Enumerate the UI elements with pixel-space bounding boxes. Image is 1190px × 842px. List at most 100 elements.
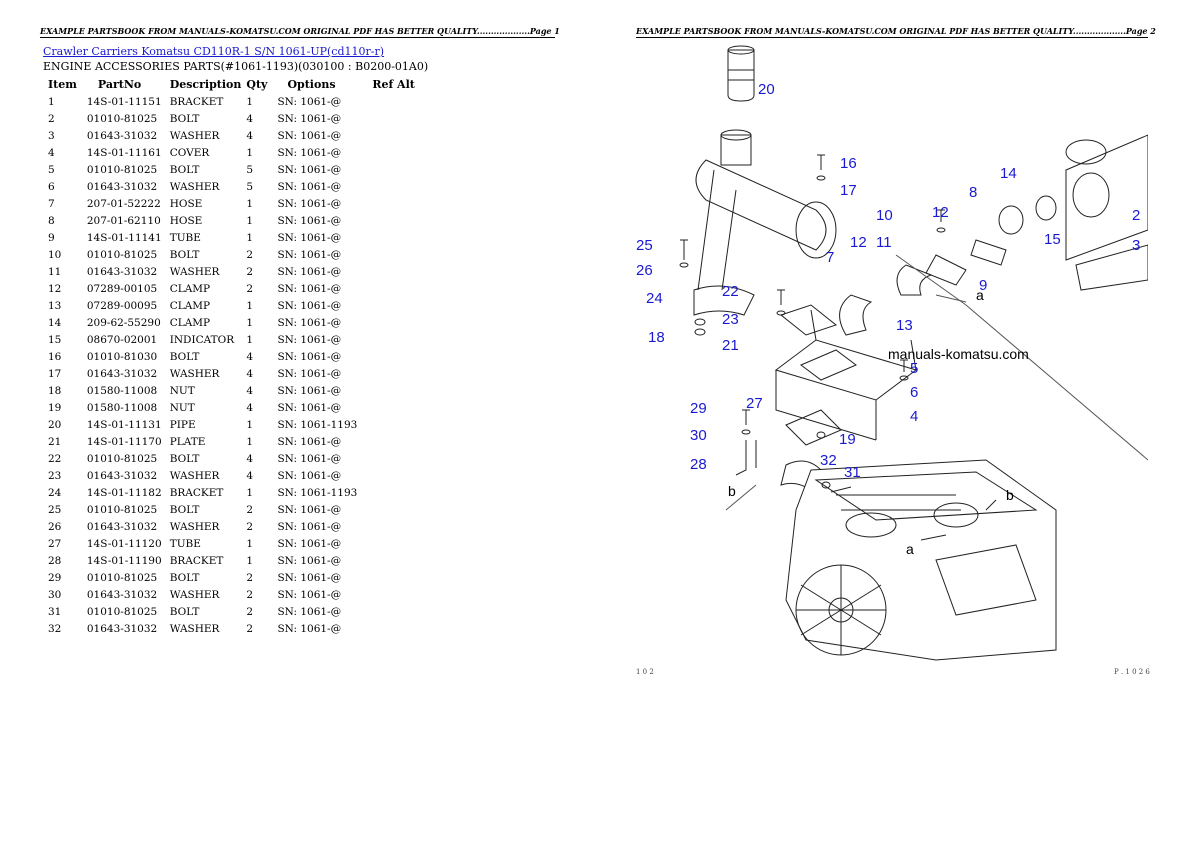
refalt-cell xyxy=(360,484,420,501)
callout-number: 2 xyxy=(1132,207,1140,224)
refalt-cell xyxy=(360,144,420,161)
partno-cell: 14S-01-11190 xyxy=(86,554,162,567)
description-cell: PIPE xyxy=(169,418,196,431)
refalt-cell xyxy=(360,178,420,195)
options-cell: SN: 1061-@ xyxy=(277,231,342,244)
callout-number: 27 xyxy=(746,395,763,412)
page2-footer-left: 1 0 2 xyxy=(636,668,654,676)
refalt-cell xyxy=(360,246,420,263)
description-cell: CLAMP xyxy=(169,299,211,312)
refalt-cell xyxy=(360,586,420,603)
callout-number: 12 xyxy=(850,234,867,251)
parts-table: Item PartNo Description Qty Options Ref … xyxy=(43,76,420,637)
page2-footer-right: P . 1 0 2 6 xyxy=(1114,668,1150,676)
col-description-header: Description xyxy=(169,78,242,91)
page1-header: EXAMPLE PARTSBOOK FROM MANUALS-KOMATSU.C… xyxy=(40,26,560,36)
partno-cell: 207-01-62110 xyxy=(86,214,161,227)
qty-cell: 4 xyxy=(246,129,254,142)
item-cell: 31 xyxy=(48,605,62,618)
partno-cell: 01010-81025 xyxy=(86,112,158,125)
qty-cell: 4 xyxy=(246,452,254,465)
options-cell: SN: 1061-@ xyxy=(277,367,342,380)
partno-cell: 14S-01-11170 xyxy=(86,435,162,448)
item-cell: 12 xyxy=(48,282,62,295)
options-cell: SN: 1061-@ xyxy=(277,333,342,346)
item-cell: 30 xyxy=(48,588,62,601)
col-qty-header: Qty xyxy=(246,78,268,91)
item-cell: 11 xyxy=(48,265,62,278)
callout-number: 5 xyxy=(910,360,918,377)
item-cell: 8 xyxy=(48,214,55,227)
partno-cell: 14S-01-11161 xyxy=(86,146,162,159)
description-cell: CLAMP xyxy=(169,316,211,329)
options-cell: SN: 1061-@ xyxy=(277,316,342,329)
description-cell: WASHER xyxy=(169,129,220,142)
callout-number: 25 xyxy=(636,237,653,254)
callout-number: 22 xyxy=(722,283,739,300)
description-cell: BOLT xyxy=(169,452,200,465)
qty-cell: 2 xyxy=(246,571,254,584)
partno-cell: 207-01-52222 xyxy=(86,197,161,210)
options-cell: SN: 1061-1193 xyxy=(277,486,358,499)
partno-cell: 01010-81025 xyxy=(86,248,158,261)
breadcrumb-link[interactable]: Crawler Carriers Komatsu CD110R-1 S/N 10… xyxy=(43,45,385,58)
description-cell: NUT xyxy=(169,401,195,414)
qty-cell: 1 xyxy=(246,333,254,346)
description-cell: BRACKET xyxy=(169,554,224,567)
qty-cell: 5 xyxy=(246,180,254,193)
page1-header-rule xyxy=(40,37,555,38)
callout-number: 3 xyxy=(1132,237,1140,254)
partno-cell: 209-62-55290 xyxy=(86,316,161,329)
callout-number: 4 xyxy=(910,408,918,425)
callout-number: 19 xyxy=(839,431,856,448)
item-cell: 27 xyxy=(48,537,62,550)
options-cell: SN: 1061-@ xyxy=(277,537,342,550)
options-cell: SN: 1061-@ xyxy=(277,112,342,125)
partno-cell: 14S-01-11151 xyxy=(86,95,162,108)
qty-cell: 1 xyxy=(246,316,254,329)
col-partno-header: PartNo xyxy=(97,78,142,91)
refalt-cell xyxy=(360,603,420,620)
refalt-cell xyxy=(360,280,420,297)
qty-cell: 2 xyxy=(246,588,254,601)
watermark-text: manuals-komatsu.com xyxy=(888,346,1029,362)
options-cell: SN: 1061-1193 xyxy=(277,418,358,431)
callout-number: 6 xyxy=(910,384,918,401)
description-cell: WASHER xyxy=(169,180,220,193)
callout-number: 31 xyxy=(844,464,861,481)
description-cell: HOSE xyxy=(169,214,203,227)
item-cell: 7 xyxy=(48,197,55,210)
item-cell: 19 xyxy=(48,401,62,414)
options-cell: SN: 1061-@ xyxy=(277,520,342,533)
description-cell: TUBE xyxy=(169,231,201,244)
options-cell: SN: 1061-@ xyxy=(277,622,342,635)
item-cell: 24 xyxy=(48,486,62,499)
item-cell: 3 xyxy=(48,129,55,142)
view-letter: a xyxy=(976,287,984,303)
qty-cell: 1 xyxy=(246,537,254,550)
description-cell: HOSE xyxy=(169,197,203,210)
refalt-cell xyxy=(360,127,420,144)
options-cell: SN: 1061-@ xyxy=(277,503,342,516)
options-cell: SN: 1061-@ xyxy=(277,214,342,227)
refalt-cell xyxy=(360,569,420,586)
view-letter: a xyxy=(906,541,914,557)
description-cell: BOLT xyxy=(169,248,200,261)
options-cell: SN: 1061-@ xyxy=(277,554,342,567)
options-cell: SN: 1061-@ xyxy=(277,605,342,618)
refalt-cell xyxy=(360,348,420,365)
